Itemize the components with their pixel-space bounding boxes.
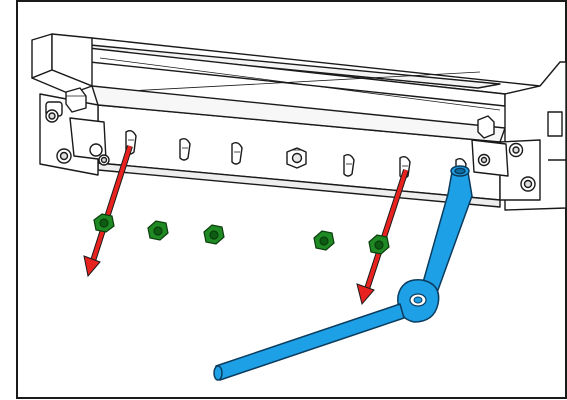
- hex-nut-icon: [313, 230, 335, 251]
- left-knob: [65, 87, 87, 113]
- removal-arrows: [83, 145, 409, 306]
- stud: [343, 153, 355, 177]
- right-knob: [477, 115, 495, 139]
- removed-nuts: [93, 213, 390, 255]
- stud: [179, 137, 191, 161]
- rail-assembly: [31, 33, 567, 211]
- down-left-arrow-icon: [356, 169, 409, 306]
- hex-nut-icon: [93, 213, 115, 233]
- rail-diagonal-line: [99, 57, 501, 111]
- right-end-bracket: [471, 61, 567, 211]
- stud-with-nut: [286, 147, 307, 169]
- rail-diagonal-line: [109, 71, 481, 93]
- stud-row: [125, 129, 467, 179]
- hex-nut-icon: [203, 224, 225, 245]
- hex-nut-icon: [147, 220, 169, 241]
- socket-wrench-icon: [213, 165, 473, 381]
- down-left-arrow-icon: [83, 145, 133, 278]
- hex-nut-icon: [368, 234, 390, 255]
- stud: [231, 141, 243, 165]
- left-end-bracket: [31, 33, 110, 176]
